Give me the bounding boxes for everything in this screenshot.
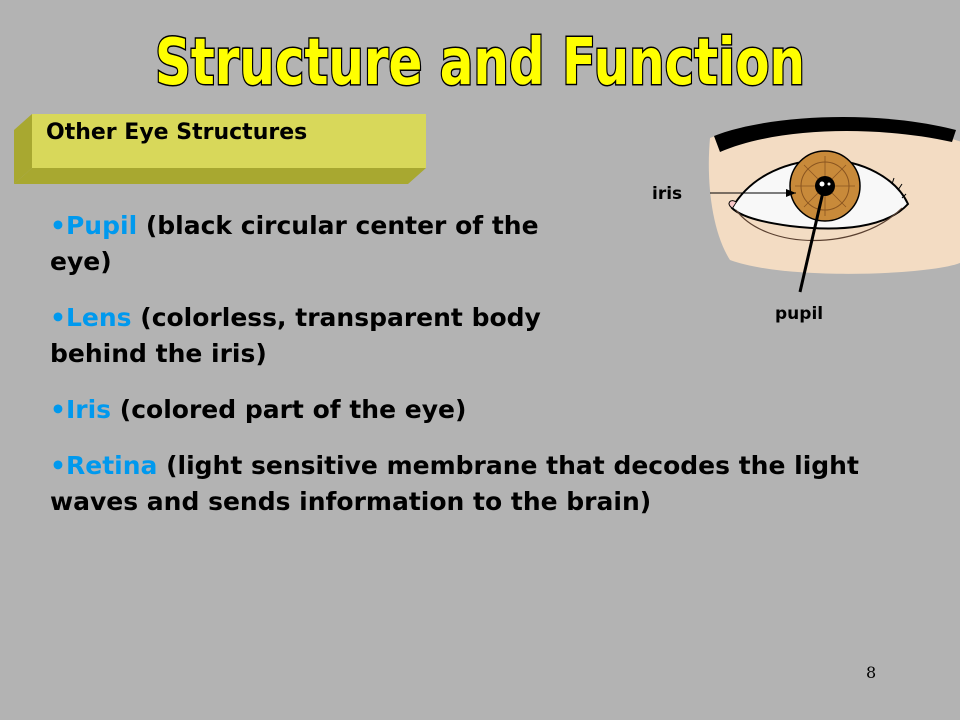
bullet-marker: • [50, 211, 66, 240]
desc-iris: (colored part of the eye) [111, 395, 467, 424]
bullet-iris: •Iris (colored part of the eye) [50, 392, 890, 428]
term-lens: Lens [65, 303, 132, 332]
bullet-lens: •Lens (colorless, transparent body behin… [50, 300, 600, 372]
bullet-marker: • [50, 451, 66, 480]
bullet-pupil: •Pupil (black circular center of the eye… [50, 208, 600, 280]
desc-retina: (light sensitive membrane that decodes t… [50, 451, 859, 516]
page-number: 8 [866, 663, 877, 682]
bullet-list: •Pupil (black circular center of the eye… [50, 208, 890, 520]
term-pupil: Pupil [65, 211, 138, 240]
section-label: Other Eye Structures [46, 120, 308, 145]
section-box [14, 114, 426, 184]
pupil-label: pupil [775, 304, 824, 324]
slide-title: Structure and Function [154, 24, 807, 101]
desc-pupil: (black circular center of the eye) [50, 211, 539, 276]
iris-label: iris [652, 184, 683, 204]
term-iris: Iris [65, 395, 112, 424]
slide-title-text: Structure and Function [155, 25, 805, 100]
desc-lens: (colorless, transparent body behind the … [50, 303, 541, 368]
bullet-marker: • [50, 303, 66, 332]
bullet-marker: • [50, 395, 66, 424]
term-retina: Retina [65, 451, 158, 480]
bullet-retina: •Retina (light sensitive membrane that d… [50, 448, 890, 520]
eye-diagram-icon [708, 117, 960, 293]
